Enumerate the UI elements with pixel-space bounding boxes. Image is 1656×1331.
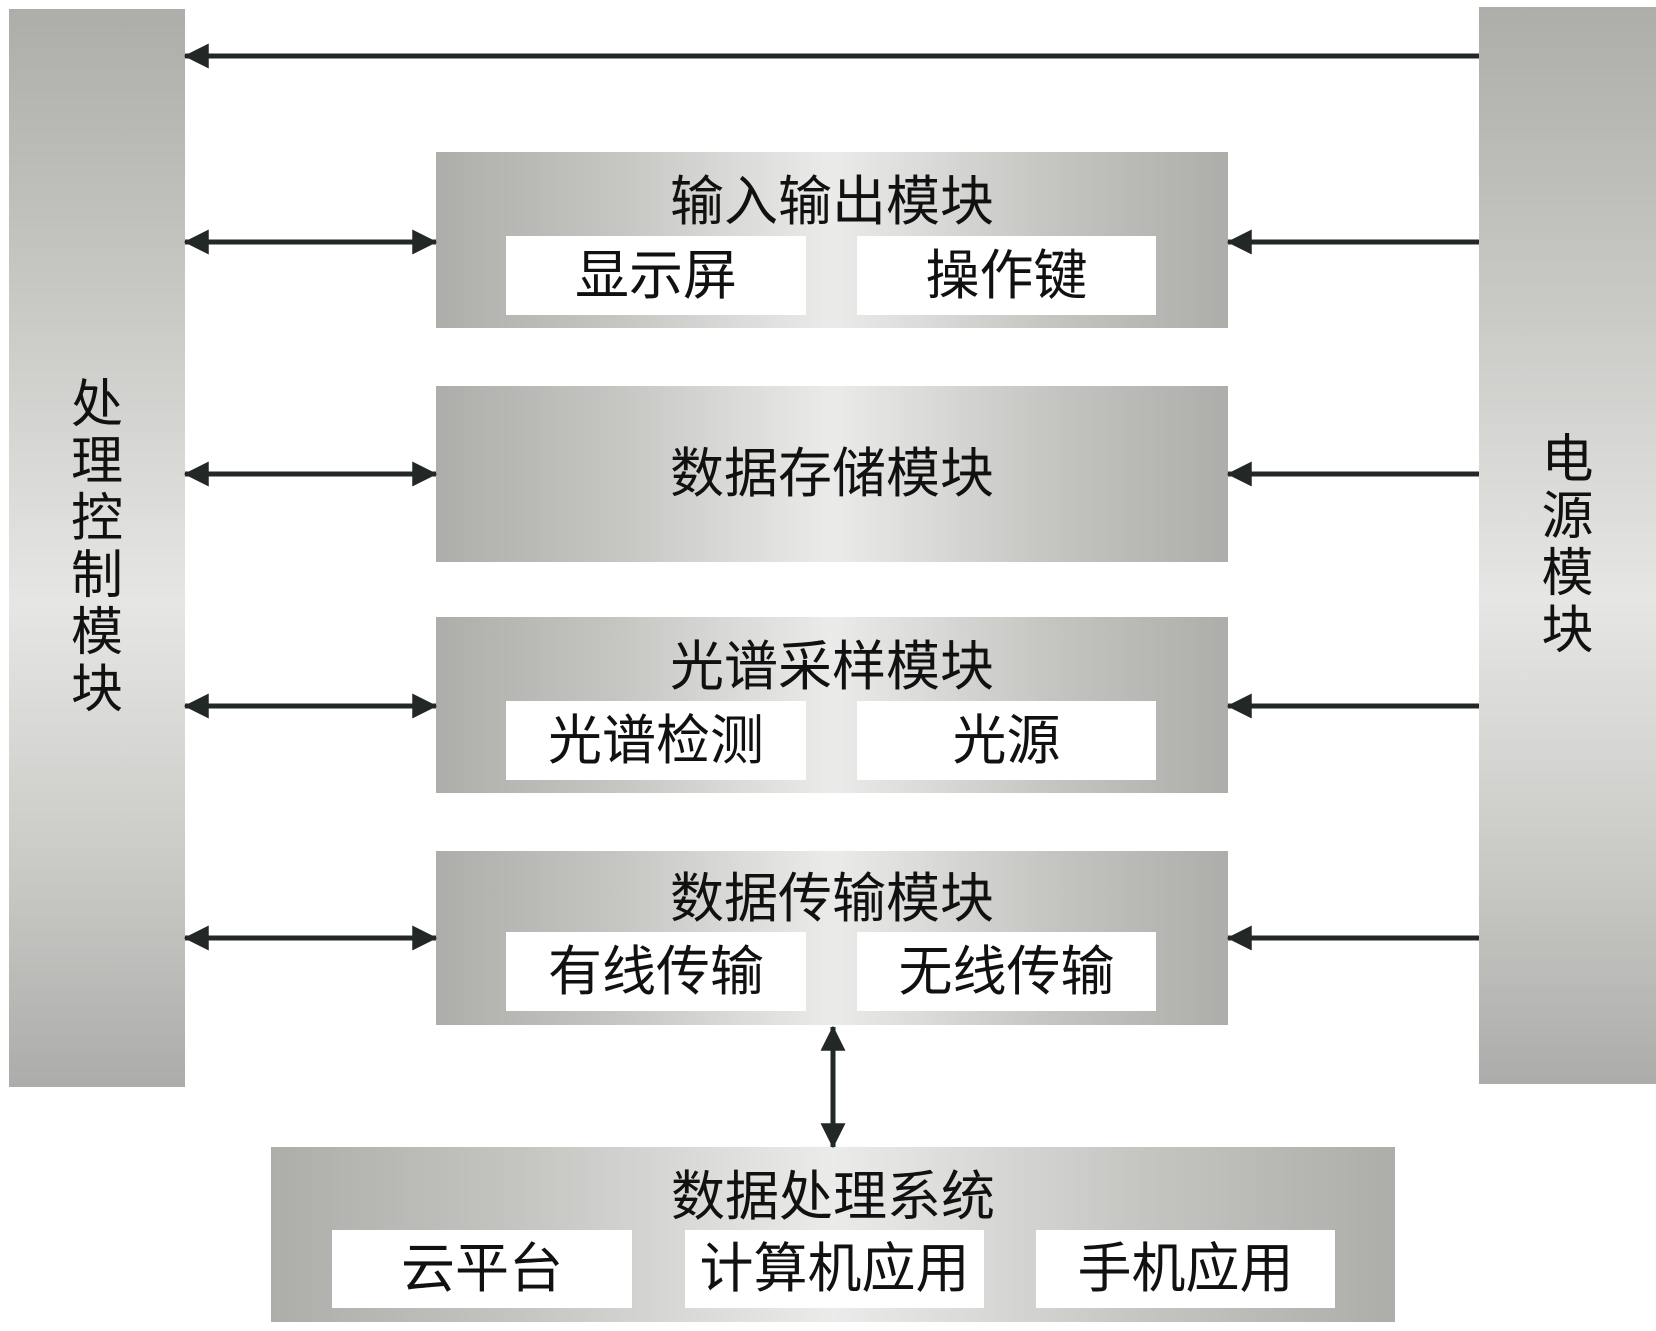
display-screen-box: 显示屏	[506, 236, 806, 315]
mobile-application-box: 手机应用	[1036, 1230, 1335, 1308]
data-transfer-module: 数据传输模块 有线传输 无线传输	[436, 851, 1228, 1025]
vertical-char: 处	[70, 375, 123, 435]
io-module: 输入输出模块 显示屏 操作键	[436, 152, 1228, 328]
data-transfer-module-title: 数据传输模块	[670, 867, 994, 930]
spectral-detection-box: 光谱检测	[506, 701, 806, 780]
vertical-char: 块	[70, 660, 123, 720]
computer-application-box: 计算机应用	[685, 1230, 984, 1308]
vertical-char: 源	[1541, 486, 1594, 547]
wired-transfer-box: 有线传输	[506, 932, 806, 1011]
vertical-char: 电	[1541, 429, 1594, 490]
spectral-sampling-module: 光谱采样模块 光谱检测 光源	[436, 617, 1228, 793]
spectral-sampling-module-title: 光谱采样模块	[670, 635, 994, 698]
data-processing-system: 数据处理系统 云平台 计算机应用 手机应用	[271, 1147, 1395, 1322]
power-module-label: 电源模块	[1479, 429, 1656, 661]
wireless-transfer-box: 无线传输	[857, 932, 1156, 1011]
cloud-platform-box: 云平台	[332, 1230, 632, 1308]
vertical-char: 块	[1541, 600, 1594, 661]
vertical-char: 模	[1541, 543, 1594, 604]
operation-keys-box: 操作键	[857, 236, 1156, 315]
power-module: 电源模块	[1479, 7, 1656, 1084]
vertical-char: 制	[70, 546, 123, 606]
vertical-char: 控	[70, 489, 123, 549]
data-storage-module-title: 数据存储模块	[670, 442, 994, 505]
data-storage-module: 数据存储模块	[436, 386, 1228, 562]
io-module-title: 输入输出模块	[670, 170, 994, 233]
processing-control-module: 处理控制模块	[9, 9, 185, 1087]
light-source-box: 光源	[857, 701, 1156, 780]
vertical-char: 模	[70, 603, 123, 663]
data-processing-system-title: 数据处理系统	[671, 1165, 995, 1228]
processing-control-label: 处理控制模块	[9, 377, 185, 719]
vertical-char: 理	[70, 432, 123, 492]
